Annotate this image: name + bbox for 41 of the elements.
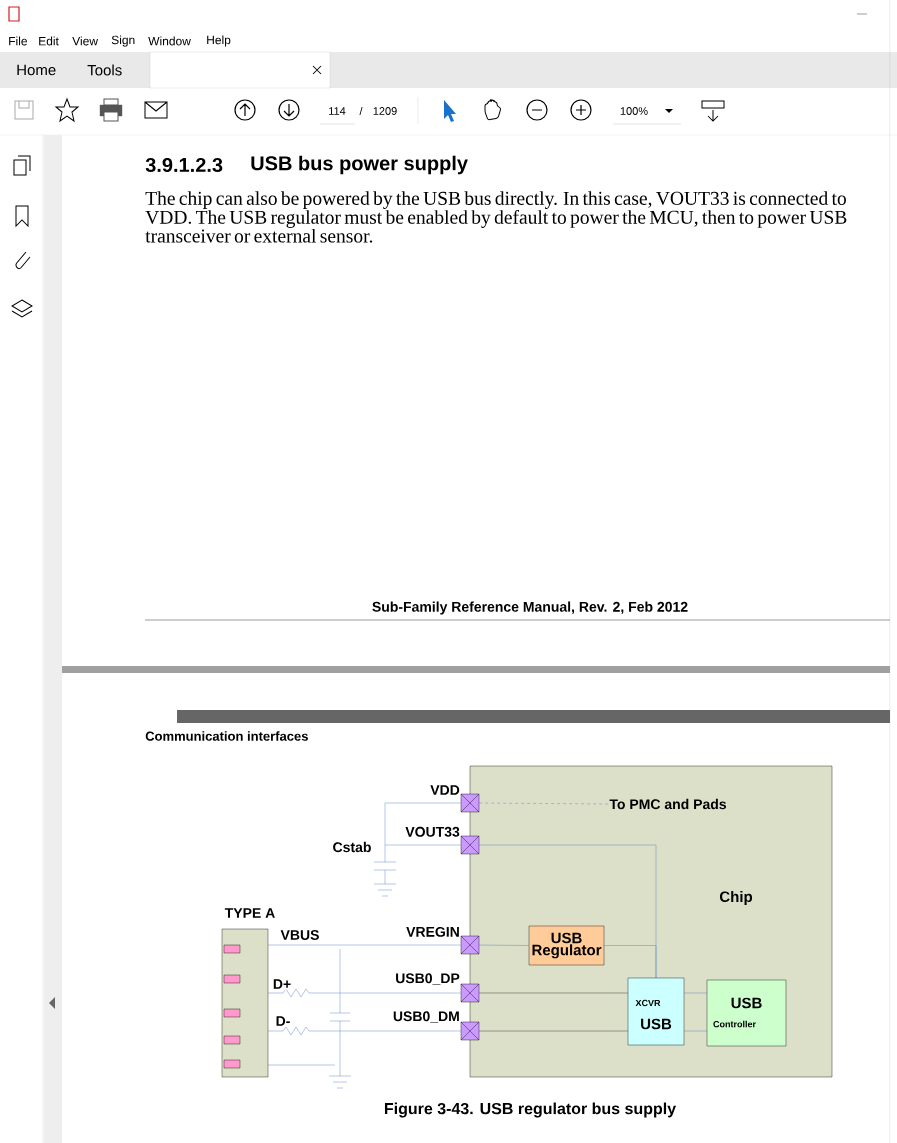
capacitor-label: Cstab xyxy=(333,841,371,853)
node-label: USB0_DM xyxy=(393,1011,459,1023)
running-header: Communication interfaces xyxy=(145,731,308,741)
wire xyxy=(384,802,461,846)
section-number: 3.9.1.2.3 xyxy=(145,157,223,173)
tab-label: Home xyxy=(17,64,56,76)
page-count: 1209 xyxy=(373,107,397,115)
wire xyxy=(479,1030,628,1032)
figure-caption: Figure 3-43. USB regulator bus supply xyxy=(384,1102,676,1118)
tab-label: / xyxy=(359,106,363,116)
node-label: TYPE A xyxy=(224,908,275,918)
page-number: 114 xyxy=(329,107,346,115)
destination-text: To PMC and Pads xyxy=(609,798,727,810)
wire xyxy=(479,944,529,946)
regulator-box: USB Regulator xyxy=(528,925,605,966)
tab-label: Tools xyxy=(87,64,122,76)
node-label: VDD xyxy=(430,785,460,795)
menu-item: File xyxy=(9,36,27,46)
section-heading: USB bus power supply xyxy=(251,155,468,175)
node-label: USB0_DP xyxy=(396,973,460,985)
wire xyxy=(604,945,657,978)
controller-box: USB Controller xyxy=(706,979,787,1047)
body-paragraph: The chip can also be powered by the USB bus directly. In this case, VOUT33 is connected to VDD. The USB regulator must be enabled by default to power the MCU, then to power USB transceiver or external sensor. xyxy=(145,191,847,243)
dashed-line xyxy=(479,802,609,805)
wire xyxy=(268,1026,461,1036)
zoom-level: 100% xyxy=(620,107,648,115)
edge-label: D- xyxy=(274,1015,292,1027)
menu-item: Edit xyxy=(39,36,59,46)
edge-label: D+ xyxy=(271,978,293,990)
menu-item: Help xyxy=(207,35,231,47)
menu-item: View xyxy=(72,36,98,46)
edge-label: VBUS xyxy=(279,929,321,941)
wire xyxy=(268,988,461,998)
menu-item: Window xyxy=(148,36,191,46)
menu-item: Sign xyxy=(111,35,135,47)
wire xyxy=(479,992,628,994)
node-label: VREGIN xyxy=(406,926,459,937)
page-footer: Sub-Family Reference Manual, Rev. 2, Feb 2012 xyxy=(372,601,688,615)
wire xyxy=(268,944,461,946)
node-label: VOUT33 xyxy=(405,826,460,837)
transceiver-box: XCVR USB xyxy=(627,977,685,1046)
